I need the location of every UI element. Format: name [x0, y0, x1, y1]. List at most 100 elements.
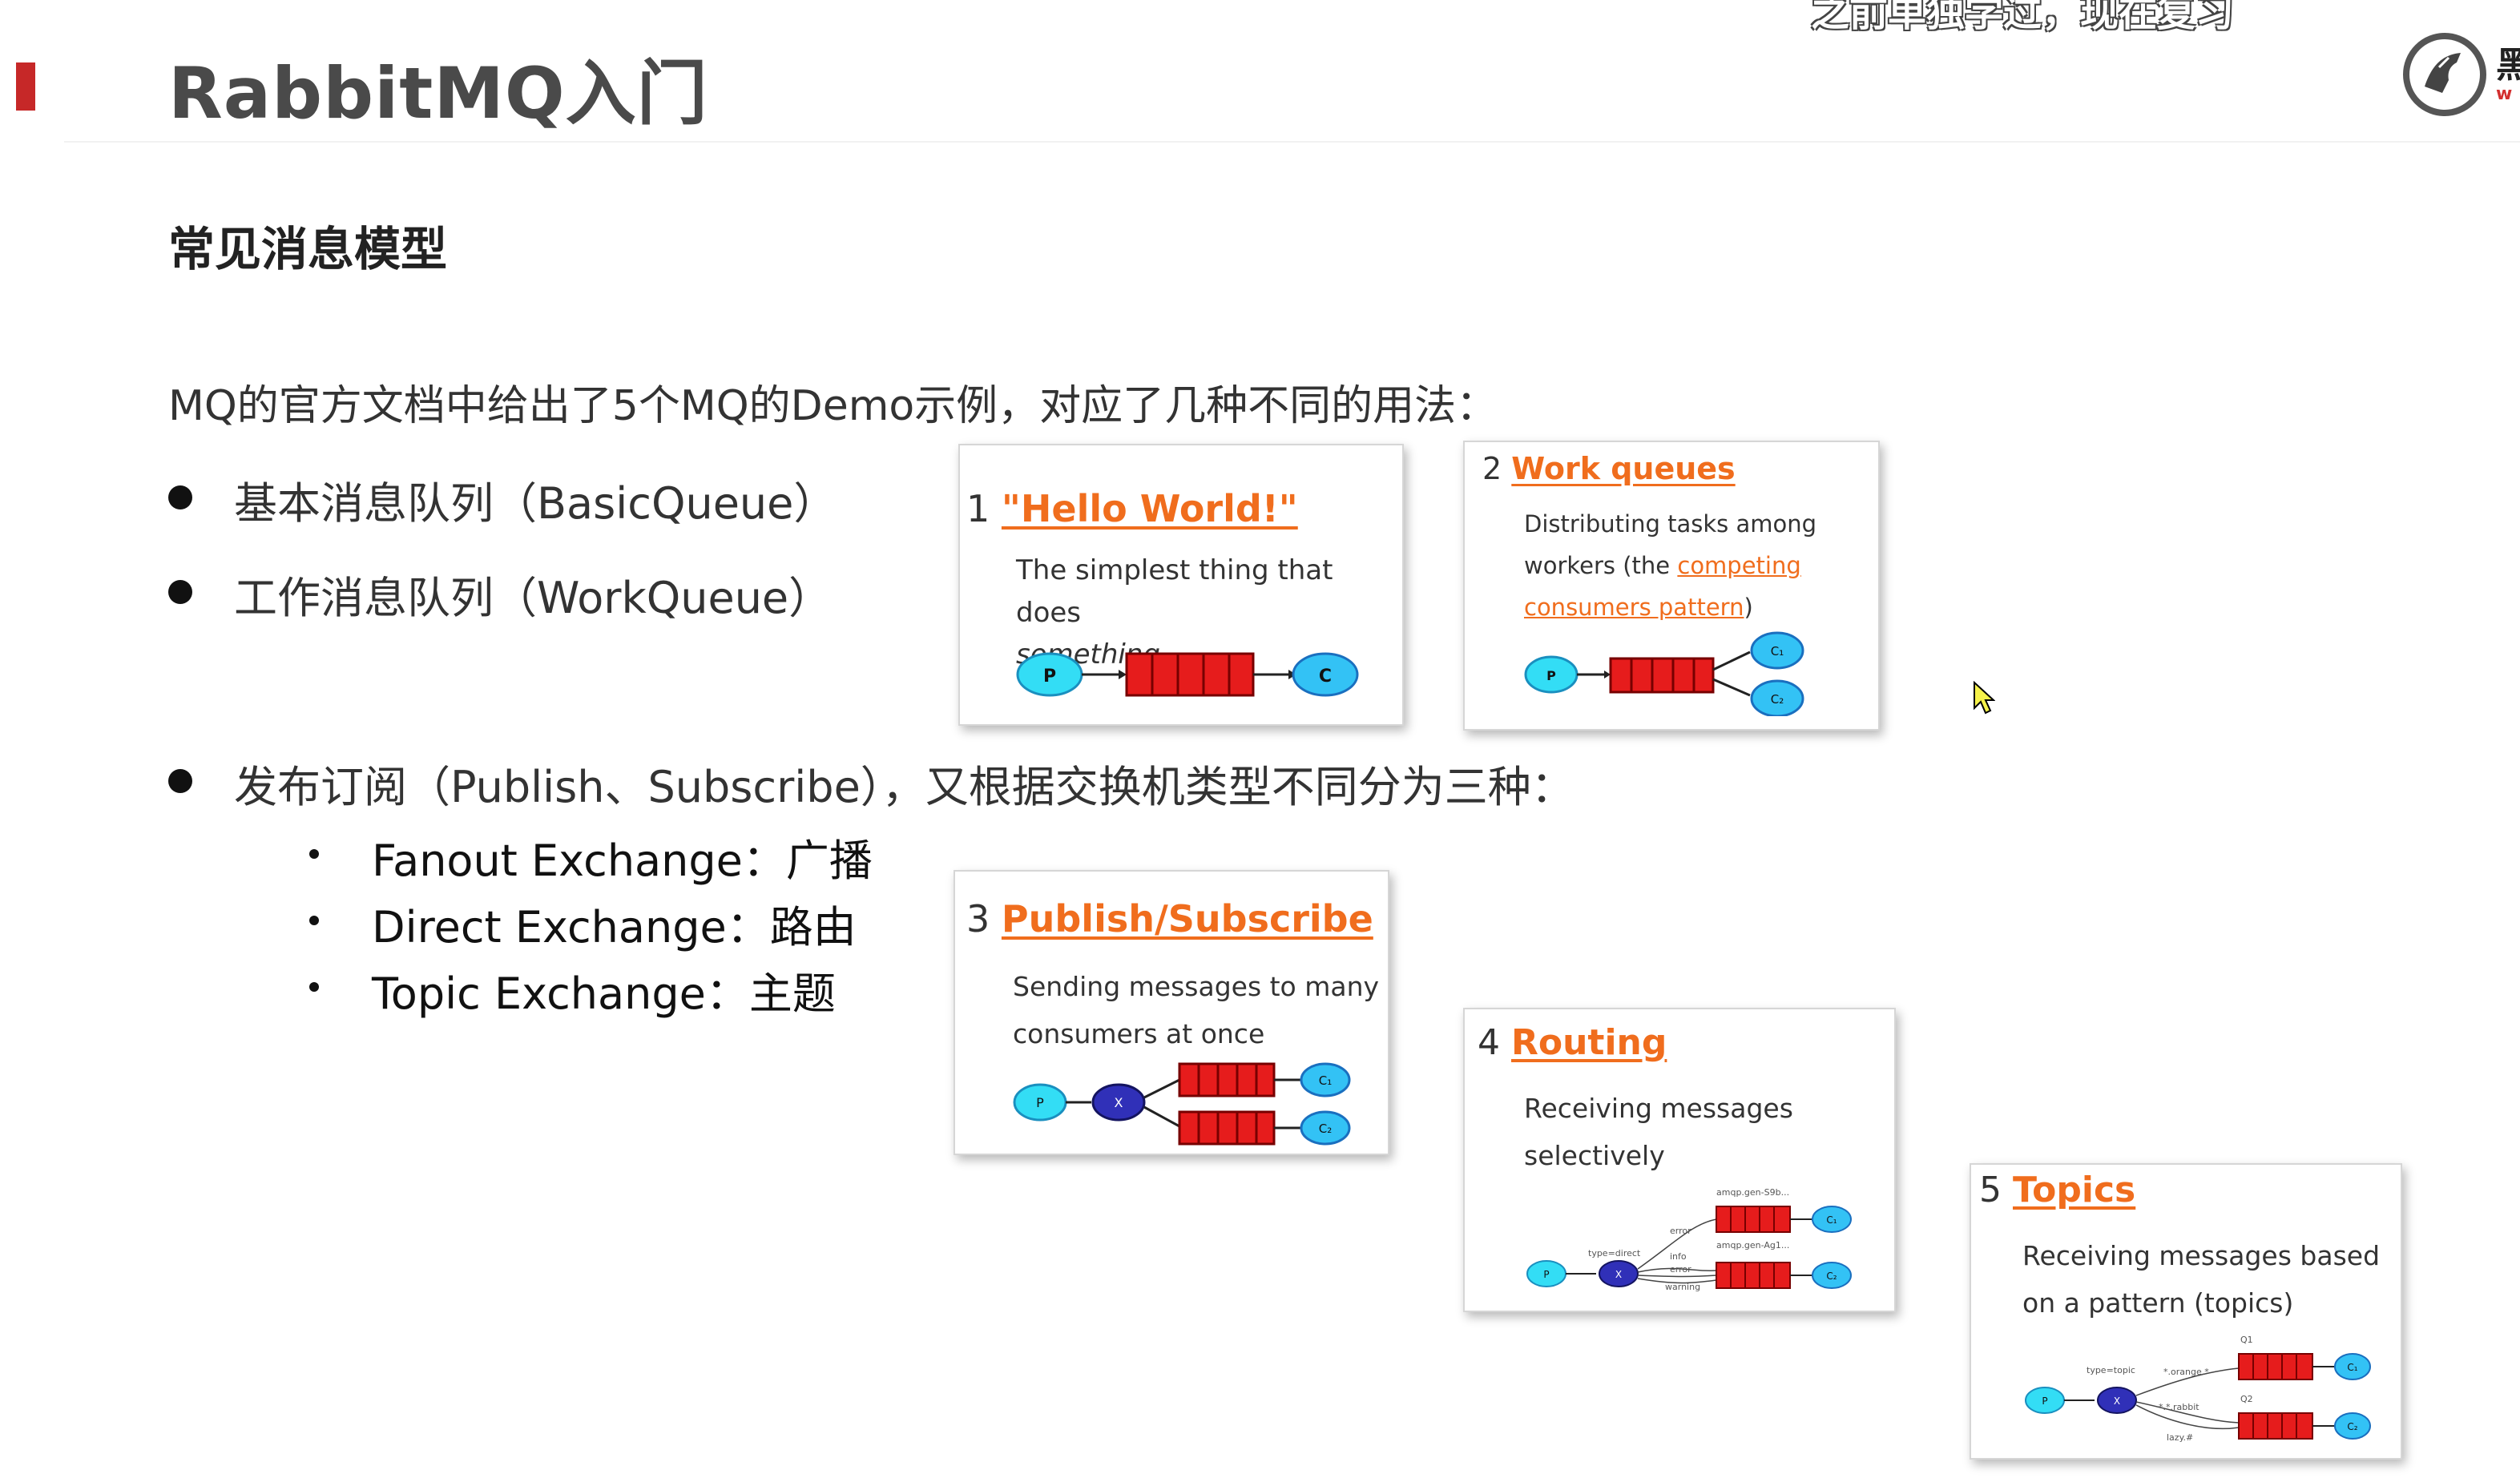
- desc-text: workers (the: [1524, 552, 1678, 580]
- consumer-label-2: C₂: [1319, 1122, 1333, 1136]
- queue-icon-2: [2238, 1412, 2313, 1440]
- card-work-queues: 2 Work queues Distributing tasks among w…: [1463, 441, 1880, 731]
- consumer-node-2: [1812, 1262, 1852, 1289]
- consumers-pattern-link[interactable]: consumers pattern: [1524, 594, 1744, 622]
- desc-line: The simplest thing that does: [1016, 554, 1333, 629]
- card-description: Sending messages to many consumers at on…: [1013, 963, 1379, 1058]
- sub-bullet-topic: Topic Exchange：主题: [309, 958, 836, 1021]
- desc-text: ): [1744, 594, 1753, 622]
- publish-subscribe-link[interactable]: Publish/Subscribe: [1001, 897, 1373, 940]
- consumer-node-1: [2334, 1353, 2371, 1380]
- desc-line: Distributing tasks among: [1524, 510, 1816, 538]
- desc-line: Receiving messages based: [2022, 1240, 2381, 1271]
- routing-key-warning: warning: [1665, 1282, 1700, 1292]
- exchange-node: [2097, 1387, 2137, 1414]
- consumer-node-1: [1750, 631, 1804, 670]
- bullet-label: 工作消息队列（WorkQueue）: [234, 573, 833, 623]
- routing-key-rabbit: *.*.rabbit: [2159, 1402, 2199, 1412]
- consumer-label-2: C₂: [2347, 1421, 2357, 1432]
- horse-logo-icon: [2403, 33, 2486, 116]
- slide-title: RabbitMQ入门: [168, 52, 708, 135]
- exchange-label: X: [2114, 1395, 2120, 1407]
- work-queues-diagram: P C₁ C₂: [1524, 631, 1804, 716]
- consumer-label-1: C₁: [1826, 1214, 1837, 1226]
- card-publish-subscribe: 3 Publish/Subscribe Sending messages to …: [954, 870, 1389, 1155]
- competing-link[interactable]: competing: [1677, 552, 1801, 580]
- exchange-type-label: type=direct: [1588, 1248, 1641, 1259]
- card-description: Receiving messages based on a pattern (t…: [2022, 1232, 2380, 1327]
- routing-key-error-1: error: [1670, 1226, 1691, 1236]
- queue-icon-2: [1716, 1262, 1791, 1289]
- queue-icon-1: [2238, 1353, 2313, 1380]
- desc-line: Sending messages to many: [1013, 971, 1380, 1002]
- consumer-label: C: [1319, 667, 1332, 687]
- card-number: 5: [1979, 1170, 2002, 1210]
- queue-name-2: Q2: [2240, 1394, 2253, 1404]
- exchange-node: [1091, 1083, 1146, 1122]
- video-subtitle: 之前单独学过，现在复习: [1811, 0, 2235, 35]
- card-number: 2: [1482, 451, 1502, 486]
- producer-label: P: [1543, 1269, 1549, 1280]
- queue-name-1: amqp.gen-S9b...: [1716, 1187, 1789, 1198]
- work-queues-link[interactable]: Work queues: [1511, 451, 1736, 486]
- bullet-work-queue: 工作消息队列（WorkQueue）: [168, 562, 833, 626]
- routing-key-info: info: [1670, 1251, 1687, 1262]
- desc-line: consumers pattern): [1524, 586, 1816, 628]
- mouse-cursor-icon: [1974, 681, 1995, 715]
- desc-line: consumers at once: [1013, 1018, 1265, 1050]
- sub-bullet-dot: [309, 849, 319, 859]
- desc-line: selectively: [1524, 1140, 1665, 1172]
- sub-bullet-label: Fanout Exchange：广播: [372, 836, 873, 886]
- bullet-dot: [168, 485, 192, 509]
- producer-label: P: [1036, 1095, 1044, 1110]
- consumer-label-1: C₁: [1319, 1073, 1333, 1088]
- sub-bullet-label: Topic Exchange：主题: [372, 969, 836, 1019]
- card-title: 5 Topics: [1979, 1173, 2135, 1208]
- title-accent-bar: [16, 62, 35, 111]
- section-heading: 常见消息模型: [168, 222, 448, 276]
- brand-main: 黑: [2496, 46, 2520, 86]
- card-title: 4 Routing: [1478, 1025, 1667, 1061]
- consumer-node-2: [1300, 1110, 1351, 1146]
- hello-world-link[interactable]: "Hello World!": [1001, 487, 1298, 530]
- brand-sub: w: [2496, 84, 2513, 104]
- publish-subscribe-diagram: P X C₁ C₂: [1013, 1062, 1351, 1146]
- bullet-dot: [168, 769, 192, 793]
- topics-diagram: P type=topic X Q1 Q2 *.orange.* *.*.rabb…: [2025, 1335, 2371, 1443]
- card-title: 2 Work queues: [1482, 453, 1736, 484]
- sub-bullet-direct: Direct Exchange：路由: [309, 892, 857, 955]
- consumer-label-2: C₂: [1826, 1271, 1837, 1282]
- consumer-label-1: C₁: [1771, 644, 1784, 658]
- topics-link[interactable]: Topics: [2013, 1170, 2136, 1210]
- consumer-node-1: [1300, 1062, 1351, 1097]
- hello-world-diagram: P C: [1016, 652, 1359, 697]
- bullet-label: 基本消息队列（BasicQueue）: [234, 478, 837, 529]
- routing-link[interactable]: Routing: [1511, 1022, 1667, 1063]
- queue-icon-1: [1178, 1062, 1276, 1097]
- intro-text: MQ的官方文档中给出了5个MQ的Demo示例，对应了几种不同的用法：: [168, 382, 1498, 430]
- consumer-label-2: C₂: [1771, 692, 1784, 707]
- desc-line: on a pattern (topics): [2022, 1287, 2294, 1319]
- producer-label: P: [2042, 1395, 2047, 1407]
- consumer-node-2: [1750, 679, 1804, 716]
- exchange-label: X: [1115, 1095, 1123, 1110]
- card-title: 3 Publish/Subscribe: [966, 900, 1373, 937]
- brand-text: 黑 w: [2496, 46, 2520, 111]
- routing-key-orange: *.orange.*: [2163, 1367, 2209, 1377]
- routing-key-error-2: error: [1670, 1264, 1691, 1275]
- card-description: Receiving messages selectively: [1524, 1085, 1793, 1180]
- consumer-node: [1292, 652, 1359, 697]
- desc-line: workers (the competing: [1524, 545, 1816, 586]
- exchange-type-label: type=topic: [2087, 1365, 2135, 1375]
- queue-icon-2: [1178, 1110, 1276, 1146]
- card-title: 1 "Hello World!": [966, 490, 1298, 527]
- sub-bullet-fanout: Fanout Exchange：广播: [309, 825, 873, 888]
- queue-icon-1: [1716, 1206, 1791, 1233]
- bullet-publish-subscribe: 发布订阅（Publish、Subscribe），又根据交换机类型不同分为三种：: [168, 751, 1574, 815]
- card-number: 1: [966, 487, 990, 530]
- desc-line: Receiving messages: [1524, 1093, 1793, 1124]
- queue-icon: [1609, 657, 1715, 694]
- bullet-basic-queue: 基本消息队列（BasicQueue）: [168, 468, 837, 531]
- queue-name-2: amqp.gen-Ag1...: [1716, 1240, 1789, 1250]
- exchange-label: X: [1615, 1269, 1622, 1280]
